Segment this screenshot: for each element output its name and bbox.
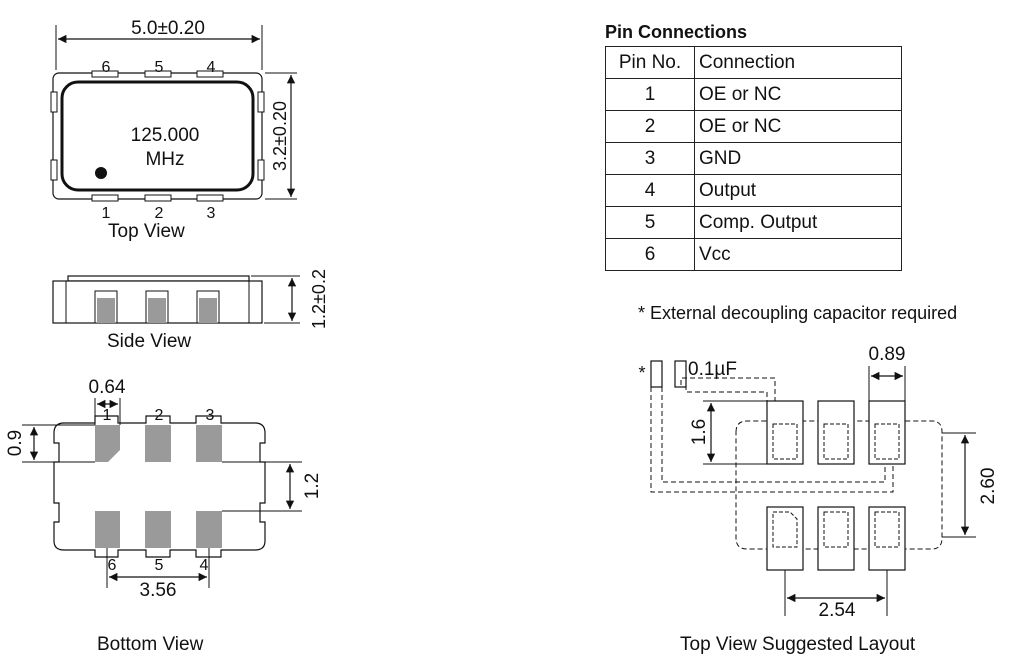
- bottom-pin-label-4: 4: [200, 557, 209, 574]
- bottom-pad-1: [95, 425, 120, 462]
- bottom-pitch-label: 3.56: [140, 580, 177, 601]
- side-pad-3: [199, 298, 217, 323]
- bottom-pad-4: [196, 511, 222, 548]
- pin-label-top-4: 4: [207, 59, 216, 76]
- cap-value-label: 0.1µF: [688, 359, 737, 380]
- width-dimension-label: 5.0±0.20: [131, 18, 205, 39]
- layout-pitch-label: 2.54: [819, 600, 856, 621]
- bottom-pin-label-6: 6: [108, 557, 117, 574]
- layout-pads-top: [766, 400, 906, 465]
- cap-pad-right: [674, 360, 687, 388]
- layout-pads-bottom: [766, 506, 906, 571]
- side-lid: [67, 275, 250, 282]
- table-row: 1 OE or NC: [605, 78, 902, 111]
- pin-connections-title: Pin Connections: [605, 22, 748, 42]
- layout-pad-width-label: 0.89: [869, 344, 906, 365]
- layout-pin-outlines: [772, 423, 900, 548]
- bottom-pad-6: [95, 511, 120, 548]
- table-row: 4 Output: [605, 174, 902, 207]
- side-pad-1: [97, 298, 115, 323]
- bottom-pad-gap-label: 1.2: [302, 473, 323, 499]
- bottom-pin-label-5: 5: [155, 557, 164, 574]
- header-pin-no: Pin No.: [605, 46, 695, 79]
- bottom-pin-label-3: 3: [206, 407, 215, 424]
- bottom-pin-label-1: 1: [103, 407, 112, 424]
- layout-pad-2: [817, 400, 855, 465]
- layout-pad-4: [868, 506, 906, 571]
- pin1-marker-dot: [95, 167, 107, 179]
- top-view: 5.0±0.20 125.000 MHz 6 5 4 1 2 3 3.2±0.2…: [50, 18, 297, 222]
- thickness-dimension-label: 1.2±0.2: [309, 269, 329, 329]
- layout-caption: Top View Suggested Layout: [680, 634, 916, 655]
- connection-cell: Comp. Output: [694, 206, 902, 239]
- pin-number-cell: 5: [605, 206, 695, 239]
- pin-number-cell: 1: [605, 78, 695, 111]
- cap-pad-left: [650, 360, 663, 388]
- height-dimension-label: 3.2±0.20: [270, 101, 290, 171]
- pin-number-cell: 6: [605, 238, 695, 271]
- layout-pad-5: [817, 506, 855, 571]
- top-view-caption: Top View: [108, 221, 185, 242]
- connection-cell: Vcc: [694, 238, 902, 271]
- pin-number-cell: 3: [605, 142, 695, 175]
- layout-pad-1: [766, 400, 804, 465]
- layout-row-span-label: 2.60: [978, 468, 999, 505]
- layout-pad-length-label: 1.6: [689, 419, 710, 445]
- bottom-pad-width-label: 0.64: [89, 377, 126, 398]
- bottom-pad-height-label: 0.9: [5, 430, 26, 456]
- layout-pad-3: [868, 400, 906, 465]
- bottom-view-caption: Bottom View: [97, 634, 204, 655]
- suggested-layout: * 0.1µF 0.89: [638, 344, 999, 621]
- bottom-view: 0.64 1 2 3 0.9 1.2 6 5 4 3.56: [5, 377, 323, 601]
- decoupling-note: * External decoupling capacitor required: [638, 303, 958, 323]
- connection-cell: Output: [694, 174, 902, 207]
- table-header-row: Pin No. Connection: [605, 46, 902, 79]
- pin-label-bottom-2: 2: [155, 205, 164, 222]
- bottom-pin-label-2: 2: [155, 407, 164, 424]
- frequency-marking: 125.000: [131, 125, 200, 146]
- table-row: 2 OE or NC: [605, 110, 902, 143]
- pin-number-cell: 4: [605, 174, 695, 207]
- package-lid: [60, 80, 255, 192]
- header-connection: Connection: [694, 46, 902, 79]
- pin-number-cell: 2: [605, 110, 695, 143]
- pin-label-bottom-1: 1: [102, 205, 111, 222]
- side-pad-2: [148, 298, 166, 323]
- frequency-unit-marking: MHz: [145, 149, 184, 170]
- pin-connections-table: Pin No. Connection 1 OE or NC 2 OE or NC…: [605, 46, 902, 271]
- side-view: 1.2±0.2: [52, 269, 329, 329]
- bottom-pad-2: [145, 425, 171, 462]
- table-row: 3 GND: [605, 142, 902, 175]
- connection-cell: OE or NC: [694, 110, 902, 143]
- bottom-pad-5: [145, 511, 171, 548]
- layout-asterisk: *: [638, 363, 645, 383]
- table-row: 6 Vcc: [605, 238, 902, 271]
- pin-label-top-6: 6: [102, 59, 111, 76]
- castellations: [50, 70, 265, 202]
- connection-cell: GND: [694, 142, 902, 175]
- pin-label-bottom-3: 3: [207, 205, 216, 222]
- connection-cell: OE or NC: [694, 78, 902, 111]
- pin-label-top-5: 5: [155, 59, 164, 76]
- layout-pad-6: [766, 506, 804, 571]
- bottom-pad-3: [196, 425, 222, 462]
- table-row: 5 Comp. Output: [605, 206, 902, 239]
- side-view-caption: Side View: [107, 331, 192, 352]
